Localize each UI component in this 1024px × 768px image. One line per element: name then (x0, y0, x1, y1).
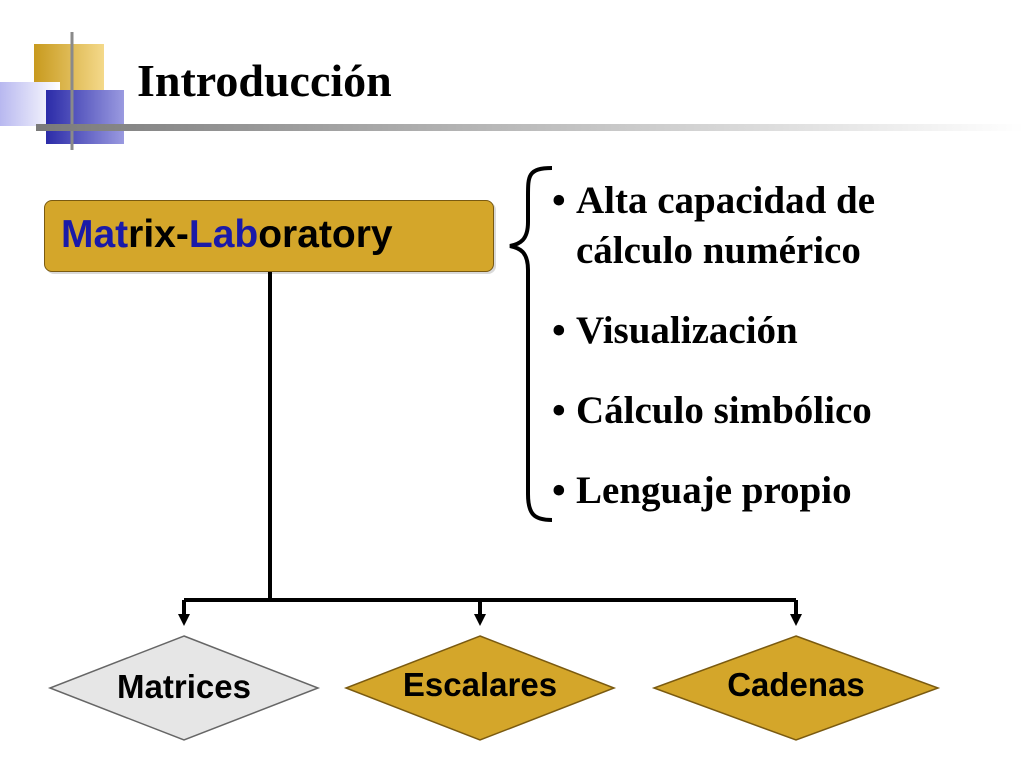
label-part-rix: rix- (128, 213, 189, 256)
decorative-squares-icon (0, 32, 124, 150)
escalares-label: Escalares (402, 666, 558, 703)
feature-label: Cálculo simbólico (576, 389, 872, 432)
feature-label: Lenguaje propio (576, 469, 852, 512)
feature-item: •Alta capacidad de cálculo numérico (552, 176, 996, 276)
bullet-icon: • (552, 309, 566, 352)
label-part-oratory: oratory (258, 213, 393, 256)
feature-label: Alta capacidad de cálculo numérico (576, 179, 876, 272)
label-part-lab: Lab (188, 213, 259, 256)
matrices-label: Matrices (117, 668, 251, 705)
arrow-escalares-icon (474, 614, 486, 626)
diamond-cadenas (651, 635, 941, 741)
feature-item: •Cálculo simbólico (552, 386, 996, 436)
arrow-cadenas-icon (790, 614, 802, 626)
diamond-matrices (47, 635, 321, 741)
cadenas-label: Cadenas (727, 666, 865, 703)
label-part-mat: Mat (61, 213, 129, 256)
matrix-laboratory-label: Matrix-Laboratory (61, 213, 393, 257)
curly-brace-icon (509, 166, 553, 522)
title-divider (36, 124, 1024, 131)
feature-item: •Lenguaje propio (552, 466, 996, 516)
bullet-icon: • (552, 179, 566, 222)
bullet-icon: • (552, 469, 566, 512)
diamond-escalares (343, 635, 617, 741)
arrow-matrices-icon (178, 614, 190, 626)
feature-item: •Visualización (552, 306, 996, 356)
matrix-laboratory-box: Matrix-Laboratory (44, 200, 494, 272)
page-title: Introducción (137, 55, 392, 106)
bullet-icon: • (552, 389, 566, 432)
feature-list: •Alta capacidad de cálculo numérico •Vis… (552, 176, 996, 516)
feature-label: Visualización (576, 309, 798, 352)
